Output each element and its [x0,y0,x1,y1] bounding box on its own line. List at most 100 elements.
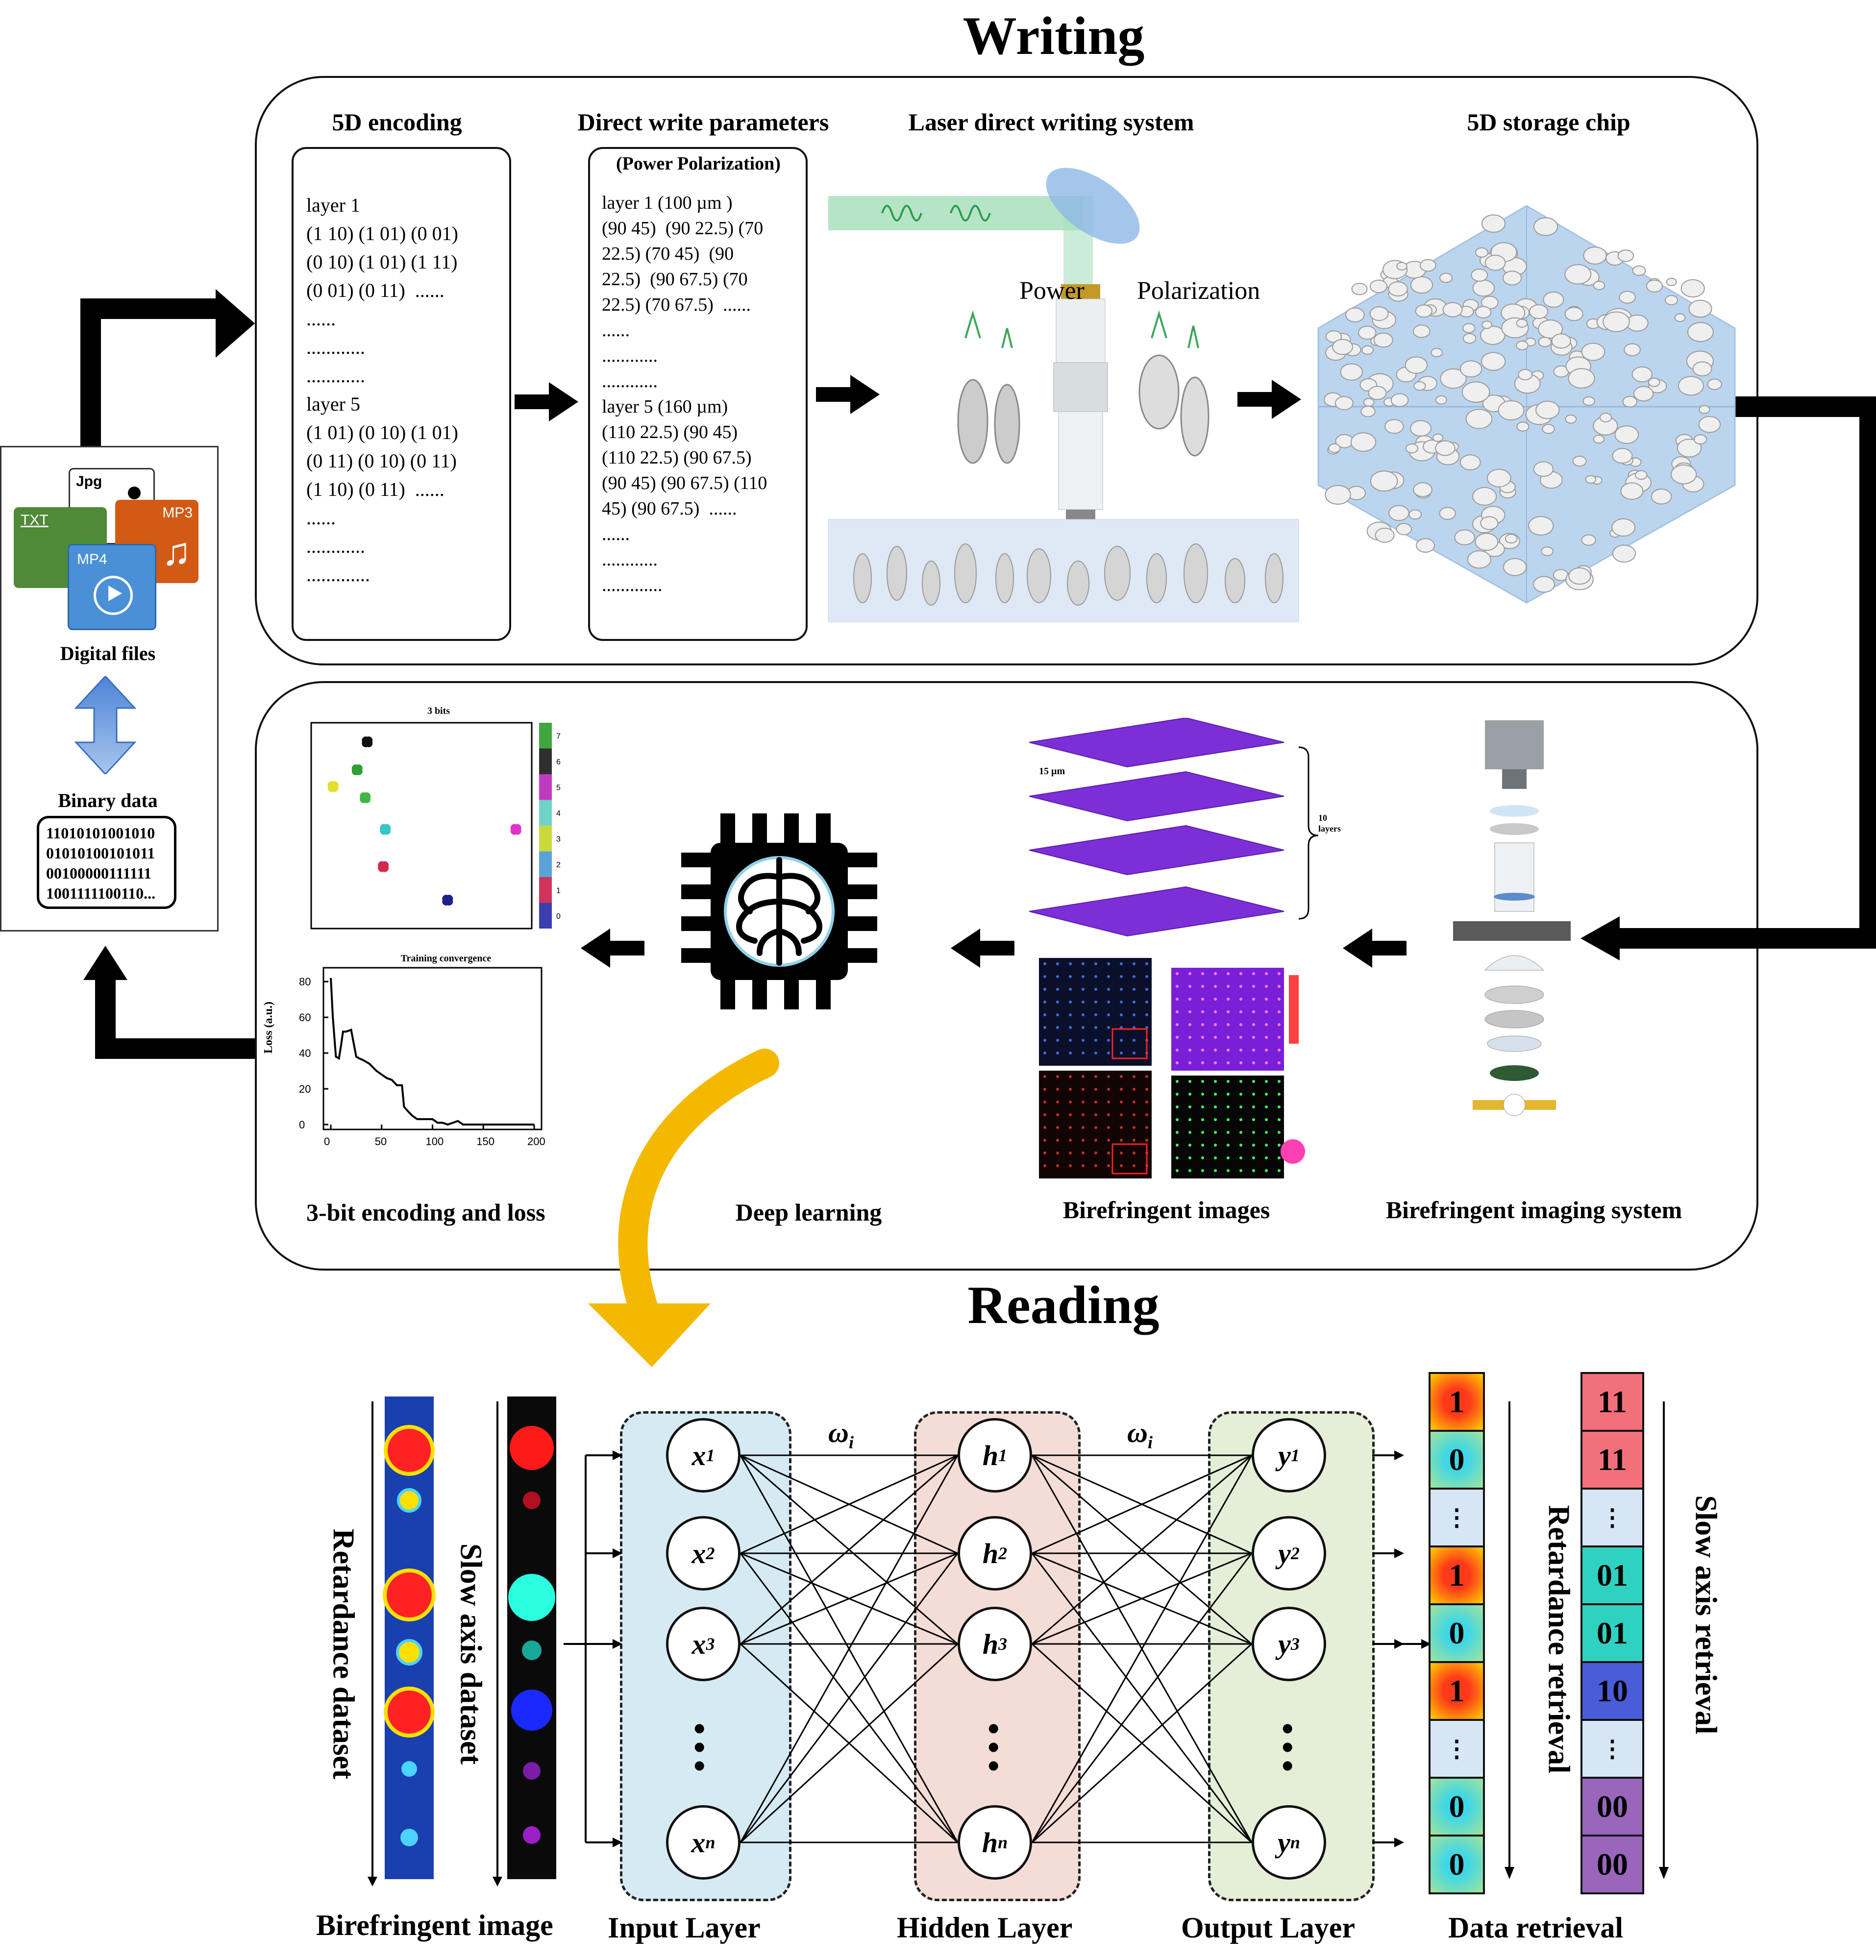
retrieval-cell: 1 [1429,1661,1485,1721]
voxel [1699,405,1710,414]
loss-ytick: 20 [299,1083,311,1095]
network-edge [1032,1454,1252,1554]
colorbar-tick: 1 [556,886,561,895]
voxel [1688,299,1712,318]
birefringent-images-caption: Birefringent images [1062,1196,1270,1224]
scatter-point [513,827,521,835]
voxel [1472,487,1497,506]
voxel [1375,528,1395,543]
voxel [1435,395,1448,405]
data-retrieval-caption: Data retrieval [1448,1911,1624,1944]
voxel [1408,509,1422,520]
voxel [1677,439,1702,458]
polarization-label: Polarization [1137,277,1260,305]
voxel [1583,246,1607,265]
retardance-retrieval-label: Retardance retrieval [1542,1505,1576,1774]
retrieval-cell: 01 [1580,1603,1644,1663]
voxel [1581,343,1605,361]
loss-ytick: 0 [299,1119,305,1131]
colorbar-segment [539,800,552,826]
voxel [1345,307,1365,322]
voxel [1551,333,1571,349]
colorbar-tick: 6 [556,758,561,766]
svg-text:layers: layers [1318,824,1341,833]
voxel [1503,558,1527,576]
retardance-retrieval-arrow [1505,1401,1514,1879]
slow-axis-retrieval-label: Slow axis retrieval [1689,1495,1723,1735]
voxel [1698,416,1721,433]
input-ellipsis: ••• [693,1710,706,1785]
birefringent-images-illustration: 15 µm 10 layers [1029,718,1341,1178]
voxel [1332,339,1353,355]
birefringent-image-caption: Birefringent image [316,1909,553,1941]
encoding-text: layer 1 (1 10) (1 01) (0 01) (0 10) (1 0… [306,194,458,586]
retrieval-cell: 1 [1429,1372,1485,1432]
binary-line: 01010100101011 [46,844,155,862]
storage-chip-illustration [1317,205,1736,604]
params-title: Direct write parameters [577,108,829,136]
voxel [1651,489,1672,505]
voxel [1533,576,1555,593]
voxel [1439,272,1453,283]
retrieval-cell: 11 [1580,1372,1644,1432]
colorbar-tick: 2 [556,861,561,869]
loss-ytick: 60 [299,1011,311,1024]
voxel [1410,420,1432,437]
voxel [1462,333,1477,344]
loss-title: Training convergence [400,953,492,964]
voxel [1568,368,1595,389]
voxel [1603,311,1630,332]
voxel [1582,396,1595,406]
network-edge [740,1553,959,1843]
retrieval-cell: ⋮ [1580,1488,1644,1547]
writing-step-arrows [515,375,1301,421]
voxel [1415,304,1433,318]
params-box [588,147,808,641]
flow-arrow-to-files [95,975,255,1059]
hidden-layer-caption: Hidden Layer [897,1911,1073,1944]
voxel [1533,461,1554,477]
output-ellipsis: ••• [1282,1710,1294,1785]
voxel [1646,279,1663,293]
colorbar-segment [539,748,552,774]
voxel [1368,386,1387,400]
voxel [1620,482,1644,500]
scatter-point [383,827,391,835]
laser-title: Laser direct writing system [908,108,1194,136]
network-edge [1031,1455,1253,1843]
network-edge [1032,1552,1252,1645]
scatter-point [330,784,339,792]
params-text: layer 1 (100 µm ) (90 45) (90 22.5) (70 … [602,193,767,595]
voxel [1396,523,1412,536]
voxel [1481,214,1506,233]
voxel [1459,360,1482,378]
voxel [1516,421,1530,432]
voxel [1680,279,1705,298]
voxel [1505,534,1518,544]
binary-data-box: 11010101001010 01010100101011 0010000011… [37,816,176,909]
voxel [1439,507,1456,520]
imaging-system-illustration [1453,720,1571,1116]
retrieval-cell: 0 [1429,1777,1485,1837]
colorbar-tick: 0 [556,912,561,921]
voxel [1410,276,1433,294]
voxel [1440,368,1467,389]
network-edge [740,1455,959,1843]
voxel [1471,269,1488,282]
retrieval-cell: 0 [1429,1603,1485,1663]
voxel [1373,332,1393,348]
voxel [1516,318,1528,328]
voxel [1692,361,1712,377]
network-edge [740,1552,958,1645]
scatter-point [363,795,371,803]
voxel [1611,518,1636,537]
voxel [1405,356,1428,374]
retrieval-cell: 1 [1429,1545,1485,1605]
yellow-curved-arrow [588,1049,779,1367]
